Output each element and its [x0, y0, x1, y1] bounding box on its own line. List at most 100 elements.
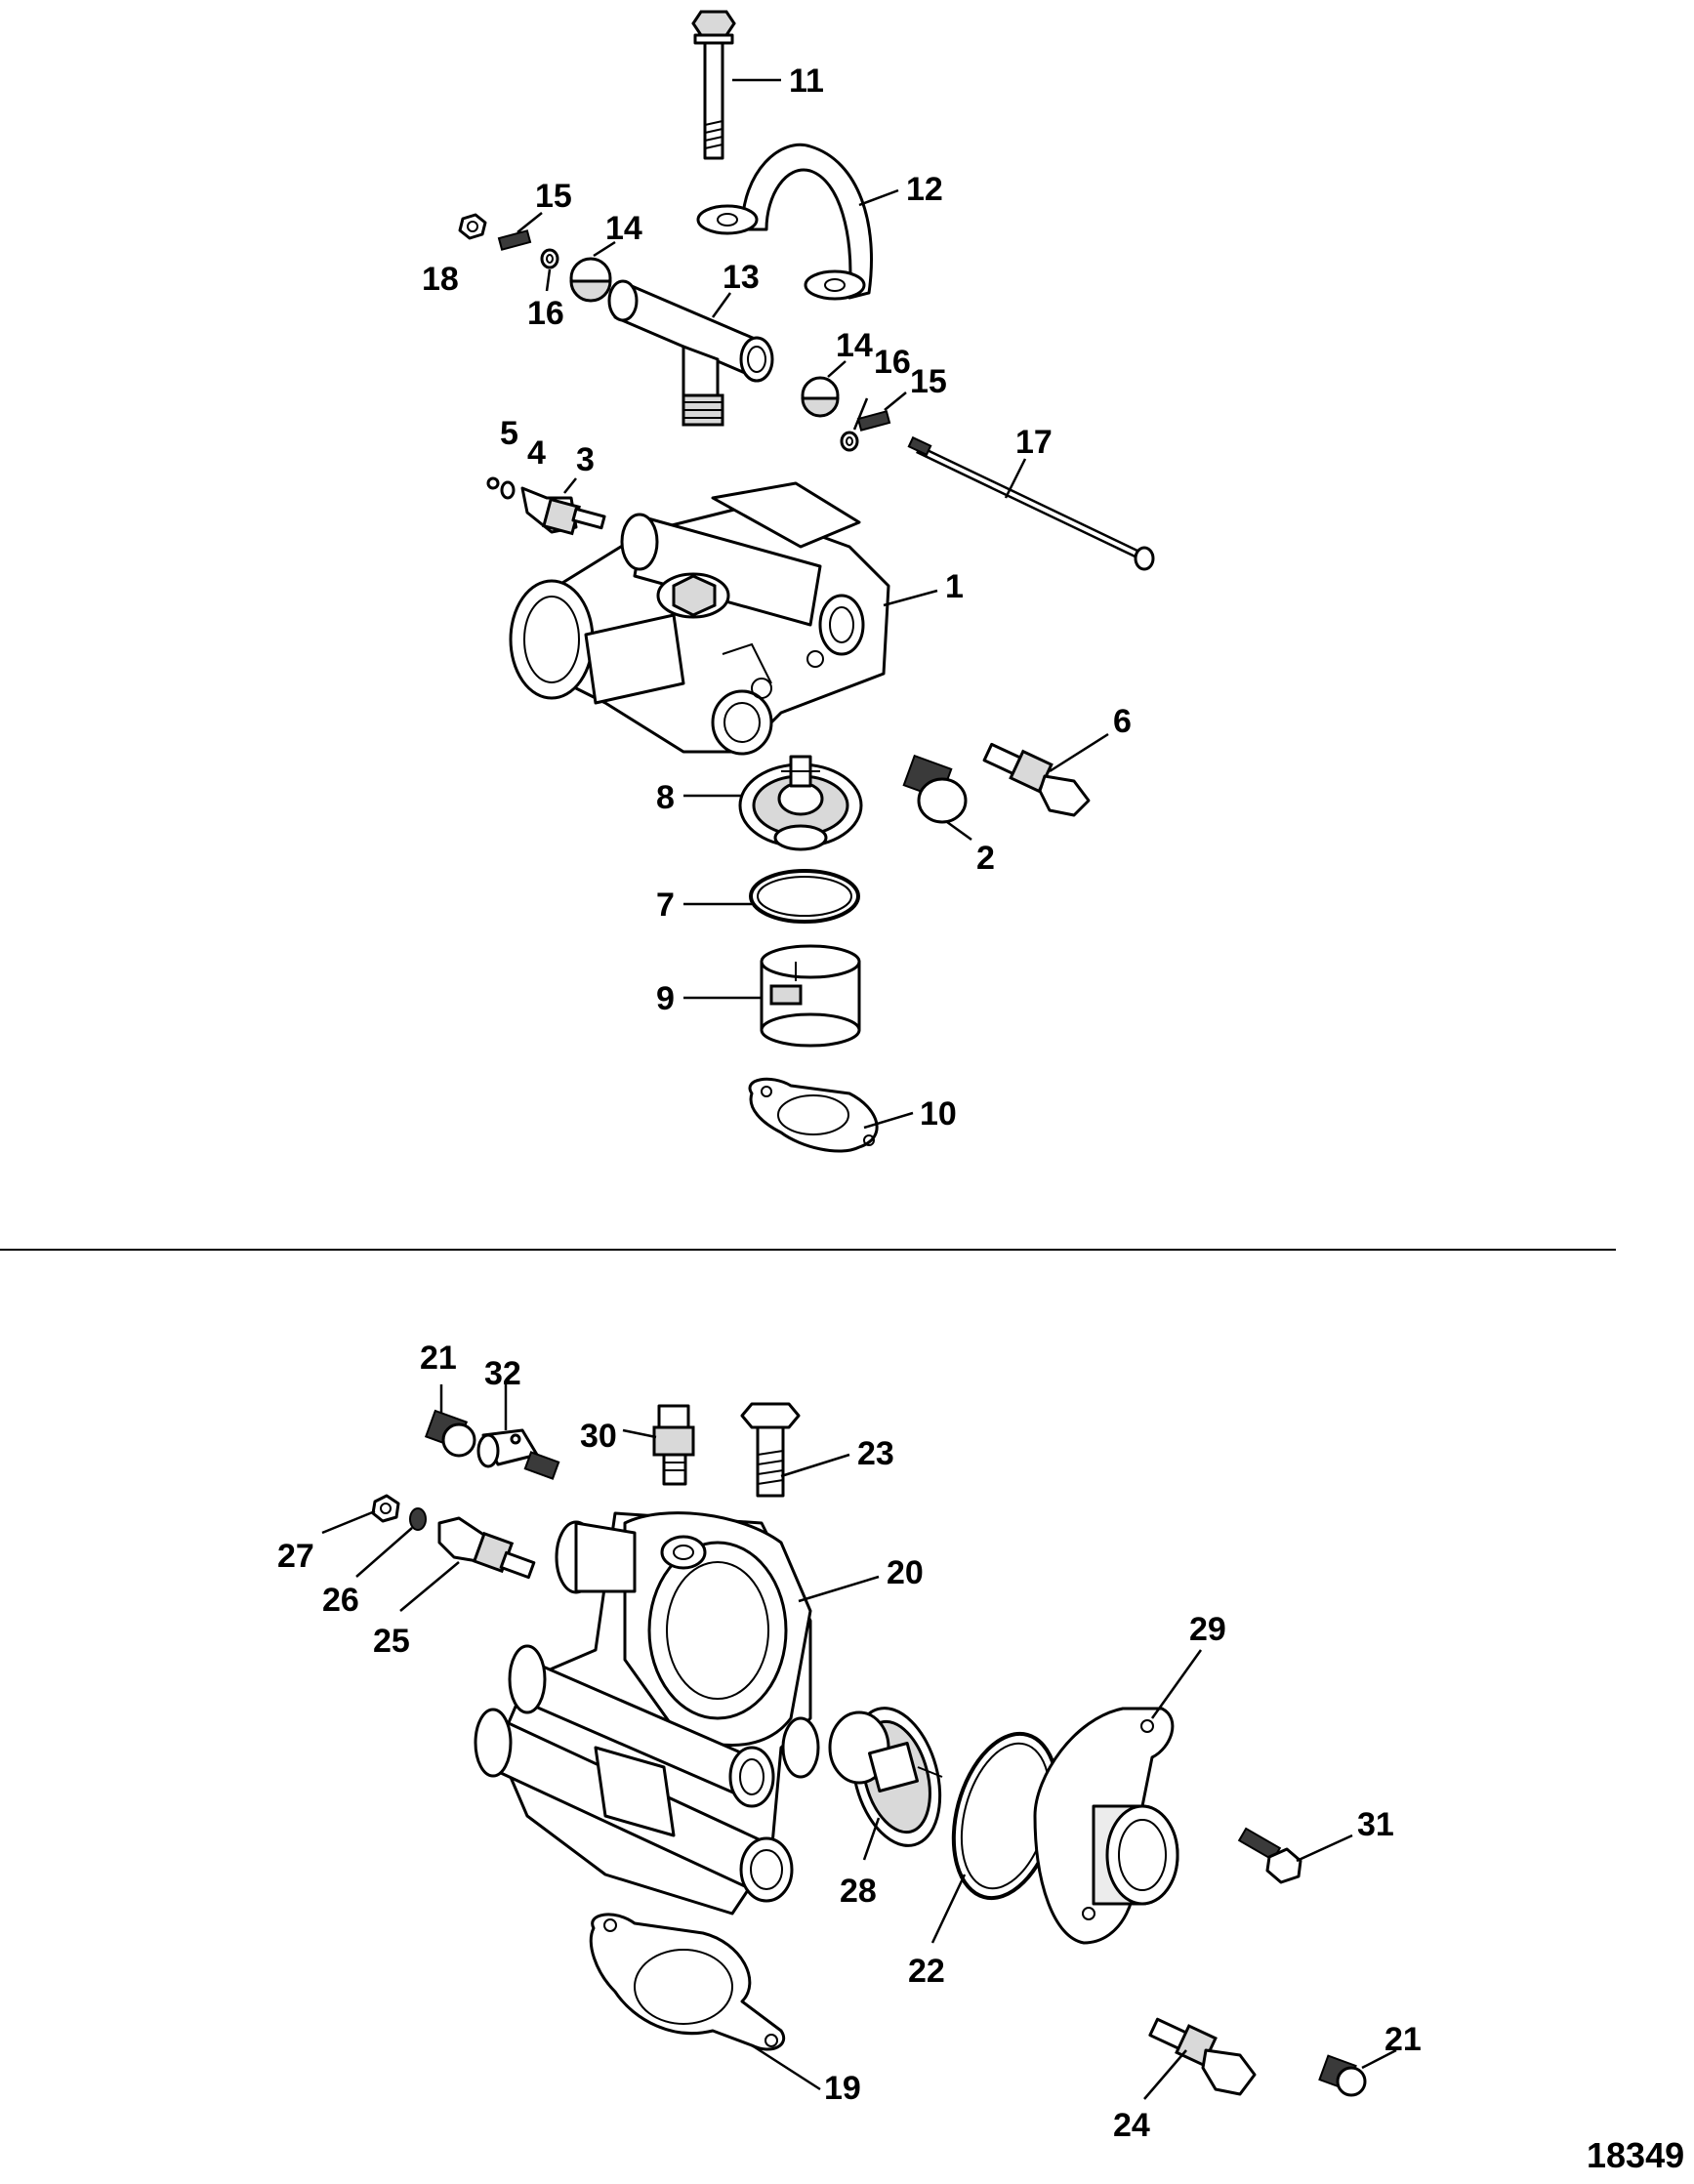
callout-2: 2	[976, 840, 995, 877]
part-16-washer-right	[840, 431, 859, 452]
leader-25	[399, 1561, 460, 1612]
leader-19	[798, 1575, 880, 1603]
part-12-clamp	[696, 143, 873, 301]
leader-2	[946, 820, 972, 842]
part-31-bolt	[1237, 1827, 1302, 1884]
part-7-o-ring	[749, 869, 860, 924]
leader-30	[622, 1428, 657, 1439]
part-21-plug-top	[424, 1409, 476, 1458]
callout-9: 9	[656, 980, 675, 1017]
part-25-sensor	[437, 1516, 536, 1580]
callout-6: 6	[1113, 703, 1132, 740]
part-1-thermostat-housing	[509, 481, 890, 756]
leader-23	[780, 1453, 850, 1478]
callout-31: 31	[1357, 1806, 1394, 1843]
leader-10	[863, 1111, 914, 1130]
part-15-spring-left	[497, 229, 532, 251]
leader-3	[563, 477, 577, 494]
callout-4: 4	[527, 434, 546, 472]
leader-31	[1296, 1834, 1353, 1863]
part-10-gasket	[748, 1077, 879, 1153]
leader-14b	[827, 360, 847, 378]
callout-25: 25	[373, 1623, 410, 1660]
leader-17	[1004, 458, 1027, 499]
callout-18: 18	[422, 261, 459, 298]
part-19-thermostat-housing	[474, 1511, 820, 1916]
leader-22	[930, 1874, 967, 1944]
leader-26	[355, 1527, 413, 1578]
leader-13	[711, 292, 732, 318]
part-9-sleeve	[760, 944, 861, 1048]
leader-24	[1143, 2049, 1187, 2100]
callout-7: 7	[656, 886, 675, 924]
callout-16b: 16	[874, 344, 911, 381]
leader-15a	[516, 212, 543, 233]
leader-20	[751, 2043, 821, 2091]
part-23-bolt	[740, 1402, 801, 1498]
part-26-washer	[409, 1507, 427, 1531]
callout-14b: 14	[836, 327, 873, 364]
part-13-tee-fitting	[607, 279, 774, 427]
leader-12	[858, 188, 899, 207]
part-21-plug-bottom	[1318, 2054, 1367, 2097]
part-20-gasket	[589, 1913, 785, 2051]
leader-16a	[545, 268, 552, 292]
callout-12: 12	[906, 171, 943, 208]
part-27-nut	[371, 1494, 400, 1523]
callout-32: 32	[484, 1355, 521, 1392]
callout-24: 24	[1113, 2107, 1150, 2144]
callout-10: 10	[920, 1095, 957, 1133]
part-22-o-ring	[951, 1731, 1060, 1901]
part-6-sensor	[982, 742, 1091, 817]
callout-27: 27	[277, 1538, 314, 1575]
callout-11: 11	[789, 62, 824, 100]
callout-15a: 15	[535, 178, 572, 215]
callout-3: 3	[576, 441, 595, 478]
callout-5: 5	[500, 415, 518, 452]
part-5-washer-small	[486, 476, 500, 490]
callout-30: 30	[580, 1418, 617, 1455]
callout-13: 13	[723, 259, 760, 296]
callout-15b: 15	[910, 363, 947, 400]
callout-28: 28	[840, 1873, 877, 1910]
part-14-ball-right	[801, 376, 840, 418]
part-18-nut	[458, 213, 487, 240]
figure-number: 18349	[1587, 2135, 1684, 2175]
part-24-sensor	[1148, 2017, 1257, 2096]
part-14-ball-left	[569, 257, 612, 303]
part-15-spring-right	[856, 410, 891, 432]
part-30-fitting	[652, 1404, 695, 1486]
part-28-thermostat	[828, 1707, 943, 1847]
callout-22: 22	[908, 1953, 945, 1990]
part-32-fitting	[476, 1428, 560, 1480]
leader-28	[862, 1817, 881, 1861]
leader-15b	[884, 391, 907, 411]
part-3-sensor	[520, 486, 606, 536]
leader-21b	[1361, 2048, 1397, 2070]
leader-27	[321, 1509, 376, 1535]
callout-17: 17	[1015, 424, 1053, 461]
callout-19: 20	[887, 1554, 924, 1591]
callout-14a: 14	[605, 210, 642, 247]
part-29-thermostat-cover	[1033, 1707, 1179, 1945]
callout-21a: 21	[420, 1339, 457, 1377]
part-8-thermostat	[738, 755, 863, 851]
callout-23: 23	[857, 1435, 894, 1472]
part-4-washer	[500, 480, 516, 500]
leader-14a	[593, 240, 616, 258]
part-11-bolt	[691, 10, 736, 160]
leader-29	[1150, 1649, 1203, 1719]
callout-1: 1	[945, 568, 964, 605]
callout-20: 19	[824, 2070, 861, 2107]
callout-21b: 21	[1384, 2021, 1422, 2058]
leader-6	[1049, 732, 1109, 773]
leader-16b	[852, 397, 869, 431]
part-2-plug	[902, 754, 968, 824]
callout-16a: 16	[527, 295, 564, 332]
callout-26: 26	[322, 1582, 359, 1619]
part-16-washer-left	[540, 248, 559, 269]
callout-29: 29	[1189, 1611, 1226, 1648]
callout-8: 8	[656, 779, 675, 816]
part-17-long-bolt	[907, 435, 1155, 571]
